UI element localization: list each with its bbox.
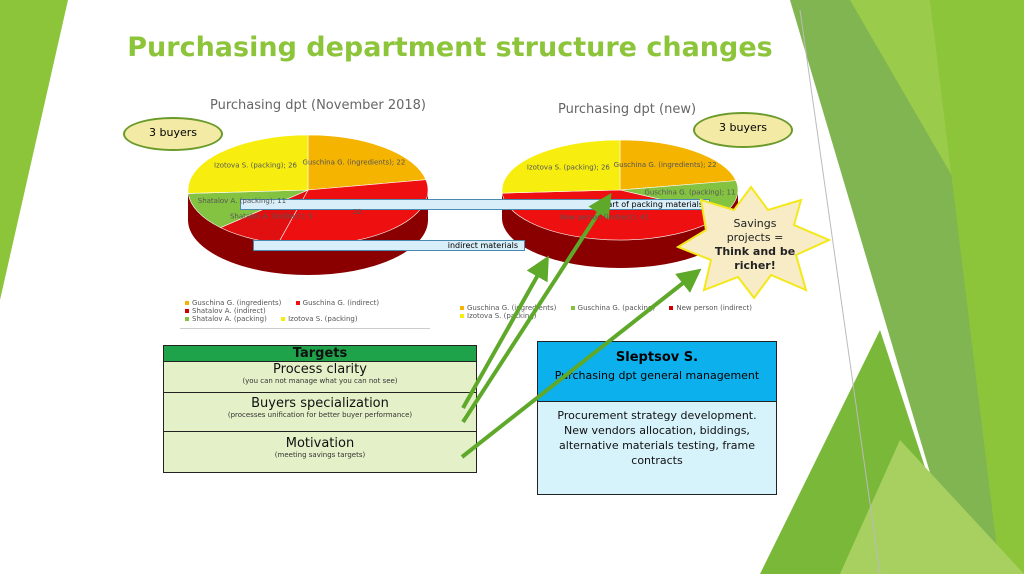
target-row: Process clarity (you can not manage what… xyxy=(164,361,476,392)
indirect-materials-arrow: indirect materials xyxy=(253,240,525,251)
targets-table: Targets Process clarity (you can not man… xyxy=(163,345,477,473)
legend-item: Guschina G. (packing) xyxy=(570,304,655,312)
legend-item: Izotova S. (packing) xyxy=(281,315,358,323)
old-pie-slice xyxy=(187,134,309,194)
savings-star xyxy=(676,185,831,300)
legend-item: Guschina G. (ingredients) xyxy=(460,304,556,312)
manager-duties: Procurement strategy development. New ve… xyxy=(557,409,757,467)
new-pie-slice xyxy=(501,139,621,194)
old-chart-title: Purchasing dpt (November 2018) xyxy=(210,98,426,113)
targets-header: Targets xyxy=(164,346,476,361)
manager-role: Purchasing dpt general management xyxy=(554,369,760,382)
legend-item: New person (indirect) xyxy=(669,304,752,312)
packing-materials-arrow: part of packing materials xyxy=(240,199,710,210)
slide-title: Purchasing department structure changes xyxy=(127,32,773,63)
target-row: Motivation (meeting savings targets) xyxy=(164,431,476,472)
new-buyers-badge: 3 buyers xyxy=(693,112,793,148)
new-pie-slice xyxy=(619,139,737,191)
legend-item: Guschina G. (ingredients) xyxy=(185,299,281,307)
old-buyers-badge: 3 buyers xyxy=(123,117,223,151)
new-chart-title: Purchasing dpt (new) xyxy=(558,102,697,117)
target-row: Buyers specialization (processes unifica… xyxy=(164,392,476,431)
legend-item: Shatalov A. (indirect) xyxy=(185,307,266,315)
legend-item: Shatalov A. (packing) xyxy=(185,315,267,323)
manager-box: Sleptsov S. Purchasing dpt general manag… xyxy=(537,341,777,495)
old-pie-slice xyxy=(307,134,427,191)
old-chart-legend: Guschina G. (ingredients) Guschina G. (i… xyxy=(185,299,435,323)
manager-name: Sleptsov S. xyxy=(615,350,699,365)
legend-item: Guschina G. (indirect) xyxy=(295,299,379,307)
new-chart-legend: Guschina G. (ingredients) Guschina G. (p… xyxy=(460,304,800,320)
divider xyxy=(180,328,430,329)
legend-item: Izotova S. (packing) xyxy=(460,312,537,320)
